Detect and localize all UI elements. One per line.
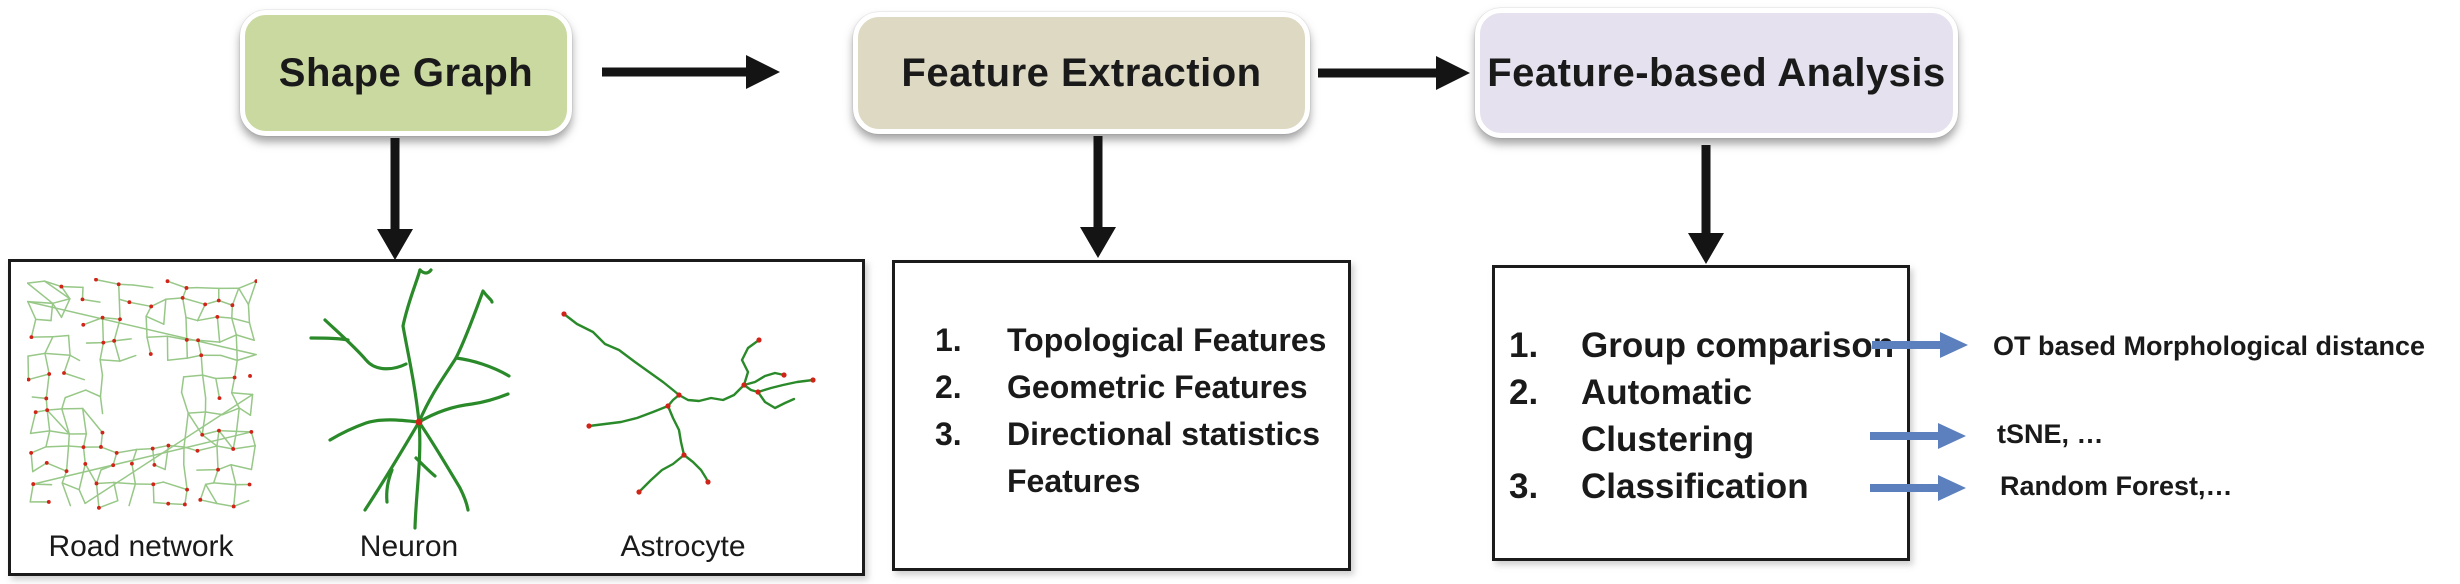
analysis-list: 1. Group comparison 2. Automatic Cluster…	[1509, 322, 1897, 510]
stage-shape-graph: Shape Graph	[240, 10, 572, 136]
list-item-number: 3.	[935, 416, 962, 452]
list-item: 1. Topological Features	[935, 317, 1353, 364]
list-item-number: 1.	[935, 322, 962, 358]
output-random-forest: Random Forest,…	[2000, 471, 2233, 501]
features-list: 1. Topological Features 2. Geometric Fea…	[935, 317, 1353, 505]
list-item-number: 2.	[935, 369, 962, 405]
arrow-shape-to-examples	[377, 138, 413, 260]
list-item-number: 1.	[1509, 326, 1539, 365]
astrocyte-image	[561, 311, 816, 495]
output-tsne: tSNE, …	[1997, 419, 2104, 449]
stage-shape-graph-label: Shape Graph	[278, 50, 534, 95]
neuron-image-wrap	[296, 264, 511, 535]
road-network-image	[26, 277, 259, 510]
list-item-number: 3.	[1509, 467, 1539, 506]
list-item-text: Topological Features	[1007, 322, 1327, 358]
example-label-road-network: Road network	[48, 530, 234, 563]
arrow-analysis-to-list	[1688, 145, 1724, 264]
example-label-neuron: Neuron	[359, 530, 459, 563]
stage-feature-based-analysis: Feature-based Analysis	[1475, 8, 1958, 138]
stage-feature-based-analysis-label: Feature-based Analysis	[1487, 50, 1946, 95]
arrow-extraction-to-analysis	[1318, 56, 1470, 90]
list-item: 2. Automatic Clustering	[1509, 369, 1897, 463]
list-item: 2. Geometric Features	[935, 364, 1353, 411]
list-item: 3. Classification	[1509, 463, 1897, 510]
neuron-image	[309, 268, 511, 530]
astrocyte-image-wrap	[561, 302, 823, 513]
list-item-text: Directional statistics Features	[1007, 416, 1320, 499]
output-ot-distance: OT based Morphological distance	[1993, 331, 2426, 361]
stage-feature-extraction: Feature Extraction	[853, 12, 1310, 134]
example-label-astrocyte: Astrocyte	[620, 530, 746, 563]
arrow-shape-to-extraction	[602, 55, 780, 89]
list-item: 3. Directional statistics Features	[935, 411, 1353, 505]
list-item-text: Geometric Features	[1007, 369, 1308, 405]
list-item-text: Automatic Clustering	[1581, 373, 1755, 459]
list-item: 1. Group comparison	[1509, 322, 1897, 369]
road-network-image-wrap	[26, 277, 259, 515]
examples-box: Road network Neuron Astrocyte	[8, 259, 865, 576]
list-item-number: 2.	[1509, 373, 1539, 412]
stage-feature-extraction-label: Feature Extraction	[901, 50, 1262, 95]
list-item-text: Group comparison	[1581, 326, 1895, 365]
analysis-box: 1. Group comparison 2. Automatic Cluster…	[1492, 265, 1910, 561]
arrow-extraction-to-features	[1080, 136, 1116, 258]
list-item-text: Classification	[1581, 467, 1809, 506]
features-box: 1. Topological Features 2. Geometric Fea…	[892, 260, 1351, 571]
